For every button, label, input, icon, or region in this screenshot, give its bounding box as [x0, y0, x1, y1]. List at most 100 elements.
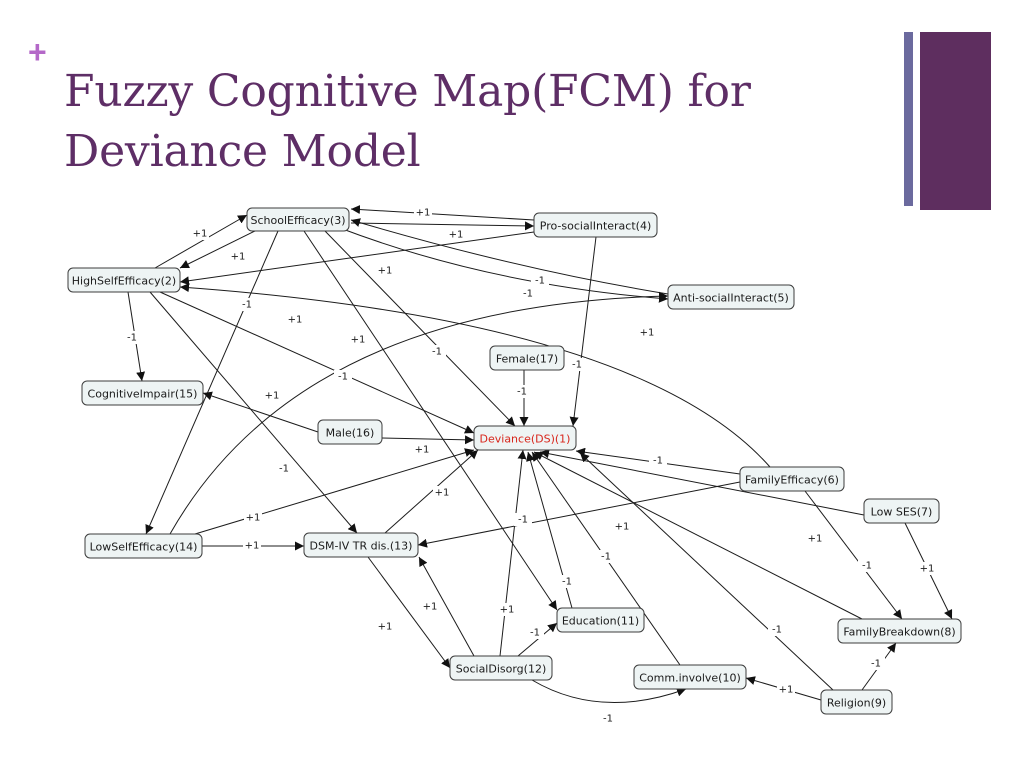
slide-title-line-2: Deviance Model — [64, 126, 421, 177]
edge-lowself-to-antisocial — [169, 291, 669, 535]
node-deviance: Deviance(DS)(1) — [473, 425, 577, 451]
edge-prosocial-to-deviance — [569, 236, 597, 427]
edge-weight-text: +1 — [265, 391, 280, 402]
node-prosocial: Pro-socialInteract(4) — [533, 212, 658, 238]
edge-weight-label-bg — [867, 657, 885, 670]
node-box — [837, 618, 962, 644]
edge-weight-label: -1 — [867, 657, 885, 670]
edge-weight-label-bg — [243, 539, 261, 552]
edge-weight-label-bg — [421, 600, 439, 613]
edge-highself-to-dsm — [149, 291, 358, 534]
edge-weight-label: +1 — [413, 443, 431, 456]
edge-familyeff-to-dsm — [417, 481, 741, 548]
edge-weight-text: +1 — [246, 513, 261, 524]
edge-weight-text: +1 — [288, 315, 303, 326]
edge-weight-label: +1 — [376, 264, 394, 277]
edge-weight-label-bg — [514, 513, 532, 526]
edge-weight-label-bg — [599, 712, 617, 725]
edge-weight-label-bg — [414, 206, 432, 219]
edge-weight-label: +1 — [806, 532, 824, 545]
edge-weight-text: +1 — [449, 230, 464, 241]
edge-weight-label-bg — [526, 626, 544, 639]
edge-weight-label-bg — [334, 370, 352, 383]
edge-weight-label-bg — [918, 562, 936, 575]
edge-weight-label-bg — [238, 298, 256, 311]
node-female: Female(17) — [489, 345, 565, 371]
edge-weight-text: -1 — [432, 347, 442, 358]
edge-weight-label: +1 — [433, 486, 451, 499]
edge-weight-label: +1 — [229, 250, 247, 263]
node-box — [533, 212, 658, 238]
edge-familybreak-to-deviance — [533, 451, 863, 620]
node-label: FamilyEfficacy(6) — [745, 474, 839, 487]
edge-weight-label-bg — [638, 326, 656, 339]
node-label: Low SES(7) — [871, 506, 933, 519]
edge-weight-text: +1 — [245, 541, 260, 552]
edge-labels-layer: +1+1+1+1+1-1-1-1+1-1-1+1+1-1-1-1-1+1+1-1… — [123, 206, 936, 725]
node-lowself: LowSelfEfficacy(14) — [84, 533, 203, 559]
edge-weight-label: -1 — [514, 513, 532, 526]
edge-weight-label: -1 — [428, 345, 446, 358]
node-box — [489, 345, 565, 371]
edge-weight-label-bg — [413, 443, 431, 456]
edge-weight-label-bg — [244, 511, 262, 524]
edge-weight-label-bg — [613, 520, 631, 533]
node-box — [820, 689, 893, 715]
node-box — [67, 267, 181, 293]
node-box — [667, 284, 795, 310]
edge-weight-text: -1 — [601, 552, 611, 563]
edge-weight-text: -1 — [862, 561, 872, 572]
edge-dsm-to-socialdis — [367, 556, 451, 669]
edge-weight-text: +1 — [640, 328, 655, 339]
node-box — [84, 533, 203, 559]
edge-weight-text: +1 — [615, 522, 630, 533]
node-box — [81, 380, 204, 406]
edge-weight-label-bg — [263, 389, 281, 402]
edge-weight-label: -1 — [334, 370, 352, 383]
edge-weight-label: +1 — [918, 562, 936, 575]
slide-title-line-1: Fuzzy Cognitive Map(FCM) for — [64, 66, 751, 117]
edge-weight-text: -1 — [338, 372, 348, 383]
edge-weight-label-bg — [558, 575, 576, 588]
edge-weight-text: -1 — [279, 464, 289, 475]
node-religion: Religion(9) — [820, 689, 893, 715]
edge-weight-text: +1 — [416, 208, 431, 219]
edge-religion-to-deviance — [579, 452, 834, 691]
node-male: Male(16) — [317, 419, 383, 445]
node-label: Pro-socialInteract(4) — [540, 220, 652, 233]
edge-weight-label-bg — [123, 331, 141, 344]
node-familybreak: FamilyBreakdown(8) — [837, 618, 962, 644]
accent-bar-thin — [904, 32, 913, 206]
node-box — [303, 532, 419, 558]
edge-male-to-deviance — [381, 435, 475, 445]
edge-weight-label: +1 — [244, 511, 262, 524]
edge-weight-label-bg — [376, 264, 394, 277]
edge-weight-label-bg — [806, 532, 824, 545]
edge-weight-label-bg — [513, 385, 531, 398]
edges-layer — [127, 205, 953, 703]
edge-school-to-prosocial — [350, 221, 535, 231]
edge-lowself-to-deviance — [194, 448, 475, 535]
node-cogimp: CognitiveImpair(15) — [81, 380, 204, 406]
node-label: FamilyBreakdown(8) — [843, 626, 955, 639]
edge-school-to-deviance — [324, 230, 516, 427]
edge-familyeff-to-familybreak — [804, 490, 903, 620]
edge-weight-label-bg — [498, 603, 516, 616]
edge-socialdis-to-deviance — [499, 449, 527, 657]
edge-weight-label: -1 — [649, 454, 667, 467]
edge-weight-label-bg — [349, 333, 367, 346]
edge-socialdis-to-education — [517, 622, 558, 657]
edge-weight-text: +1 — [351, 335, 366, 346]
edge-weight-label-bg — [376, 620, 394, 633]
edge-weight-label-bg — [286, 313, 304, 326]
node-label: Deviance(DS)(1) — [480, 433, 571, 446]
node-label: DSM-IV TR dis.(13) — [310, 540, 413, 553]
node-label: Male(16) — [326, 427, 375, 440]
edge-socialdis-to-comm — [531, 679, 687, 703]
edge-weight-label: -1 — [531, 274, 549, 287]
node-label: Female(17) — [496, 353, 558, 366]
edge-highself-to-deviance — [159, 291, 475, 434]
edge-weight-text: +1 — [808, 534, 823, 545]
edge-weight-label-bg — [768, 623, 786, 636]
node-label: LowSelfEfficacy(14) — [90, 541, 198, 554]
